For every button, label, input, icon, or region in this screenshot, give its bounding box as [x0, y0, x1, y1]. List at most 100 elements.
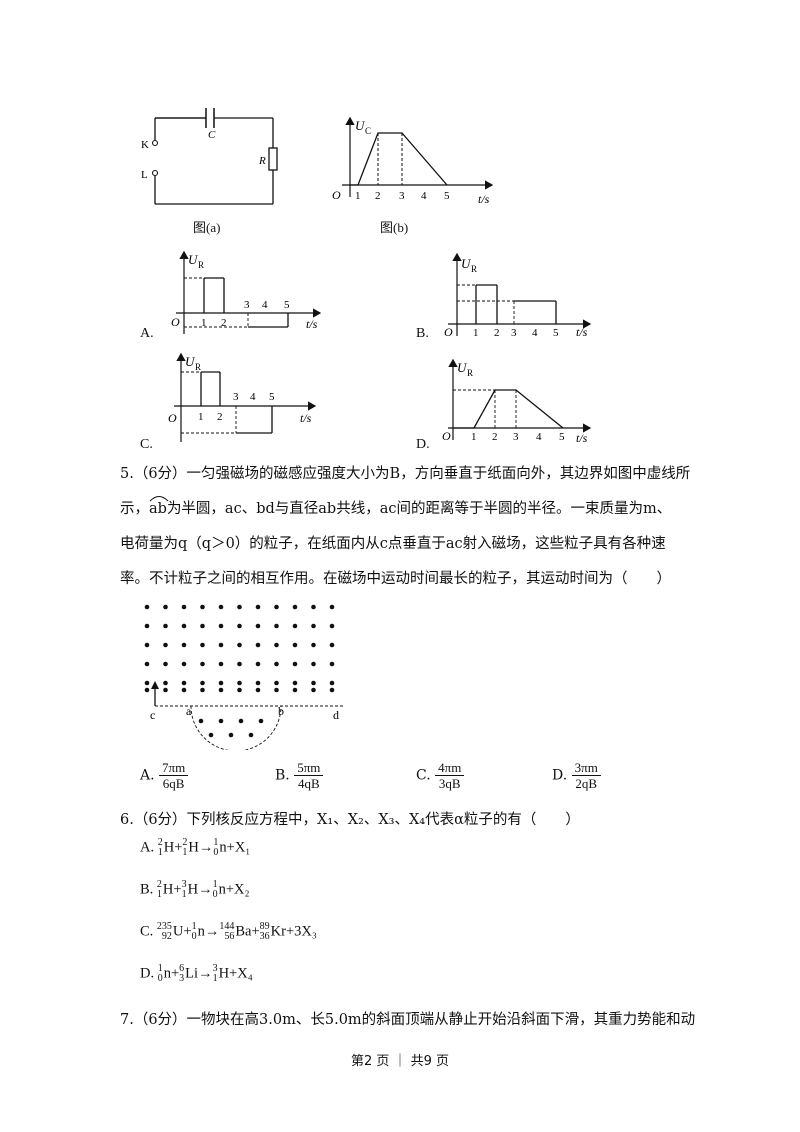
- q5-line-1: 5.（6分）一匀强磁场的磁感应强度大小为B，方向垂直于纸面向外，其边界如图中虚线…: [120, 466, 691, 482]
- tick-b-5: 5: [553, 327, 559, 339]
- field-dot: [237, 604, 242, 610]
- mass-number: 144: [219, 921, 235, 932]
- option-graph-b: O 1 2 3 4 5 t/s U R: [444, 252, 592, 339]
- label-c: C: [208, 129, 216, 141]
- origin-a: O: [171, 315, 180, 329]
- field-dot: [292, 680, 298, 686]
- q5-opt-a-num: 7πm: [159, 760, 189, 776]
- option-d-letter: D.: [416, 437, 430, 452]
- field-dot: [255, 687, 261, 693]
- field-dot: [198, 718, 204, 724]
- label-c-point: c: [150, 708, 155, 722]
- mass-number: 1: [191, 921, 197, 932]
- field-dot: [292, 687, 298, 693]
- mass-number: 89: [259, 921, 270, 932]
- tick-3: 3: [399, 190, 405, 202]
- mass-number: 235: [156, 921, 172, 932]
- q5-opt-d-den: 2qB: [575, 776, 598, 791]
- field-dot: [311, 680, 316, 686]
- tick-c-3: 3: [233, 391, 239, 403]
- y-sub-a: R: [198, 260, 204, 270]
- label-b-point: b: [278, 704, 284, 718]
- option-b-letter: B.: [416, 326, 429, 341]
- caption-a: 图(a): [193, 220, 221, 235]
- product-x: X₁: [234, 839, 251, 856]
- q6-stem: 6.（6分）下列核反应方程中，X₁、X₂、X₃、X₄代表α粒子的有（ ）: [120, 812, 580, 828]
- q7-line-1: 7.（6分）一物块在高3.0m、长5.0m的斜面顶端从静止开始沿斜面下滑，其重力…: [120, 1012, 696, 1028]
- field-dot: [255, 680, 261, 686]
- atomic-number: 36: [259, 931, 270, 942]
- q5-line-3: 电荷量为q（q＞0）的粒子，在纸面内从c点垂直于ac射入磁场，这些粒子具有各种速: [120, 536, 666, 552]
- field-dot: [200, 604, 205, 610]
- field-dot: [238, 718, 244, 724]
- q5-opt-d-num: 3πm: [571, 760, 601, 776]
- tick-a-4: 4: [262, 299, 268, 311]
- y-label-a: U: [188, 252, 199, 267]
- y-sub-b2: R: [471, 264, 477, 274]
- symbol: n: [218, 881, 226, 898]
- q6-a-letter: A.: [140, 839, 155, 856]
- atomic-number: 92: [161, 931, 172, 942]
- tick-c-4: 4: [250, 391, 256, 403]
- field-dot: [237, 680, 242, 686]
- atomic-number: 1: [181, 889, 187, 900]
- x-label-b2: t/s: [576, 325, 588, 339]
- field-dot: [181, 642, 187, 648]
- field-dot: [200, 661, 205, 667]
- field-dot: [144, 687, 150, 693]
- option-graph-a: O 1 2 3 4 5 t/s U R: [171, 250, 322, 334]
- symbol: U: [172, 923, 184, 940]
- field-dot: [144, 642, 150, 648]
- field-dot: [144, 680, 150, 686]
- field-dot: [200, 642, 205, 648]
- field-dot: [274, 604, 279, 610]
- arrow-icon: →: [204, 923, 220, 940]
- label-d-point: d: [333, 708, 339, 722]
- field-dot: [163, 604, 168, 610]
- field-dot: [218, 680, 224, 686]
- tick-d-3: 3: [513, 431, 519, 443]
- field-dot: [292, 623, 298, 629]
- q5-opt-a-letter: A.: [140, 767, 155, 784]
- option-a-letter: A.: [140, 326, 154, 341]
- q6-b-letter: B.: [140, 881, 154, 898]
- atomic-number: 1: [156, 889, 162, 900]
- field-dot: [144, 623, 150, 629]
- y-label-c: U: [185, 354, 196, 369]
- q5-line-4: 率。不计粒子之间的相互作用。在磁场中运动时间最长的粒子，其运动时间为（ ）: [120, 571, 671, 587]
- field-dot: [163, 661, 168, 667]
- tick-a-1: 1: [201, 317, 207, 329]
- field-dot: [237, 623, 242, 629]
- q5-opt-c-den: 3qB: [438, 776, 461, 791]
- q5-opt-b-num: 5πm: [294, 760, 324, 776]
- tick-b-1: 1: [473, 327, 479, 339]
- atomic-number: 0: [213, 847, 219, 858]
- tick-2: 2: [375, 190, 381, 202]
- field-dot: [181, 623, 187, 629]
- symbol: Li: [185, 965, 199, 982]
- tick-b-4: 4: [532, 327, 538, 339]
- mass-number: 1: [157, 963, 163, 974]
- atomic-number: 0: [191, 931, 197, 942]
- field-dot: [274, 661, 279, 667]
- q5-opt-c-letter: C.: [416, 767, 431, 784]
- tick-a-5: 5: [284, 299, 290, 311]
- field-dot: [255, 604, 261, 610]
- field-dot: [163, 680, 168, 686]
- arrow-icon: →: [198, 881, 213, 898]
- q5-opt-b-den: 4qB: [297, 776, 320, 791]
